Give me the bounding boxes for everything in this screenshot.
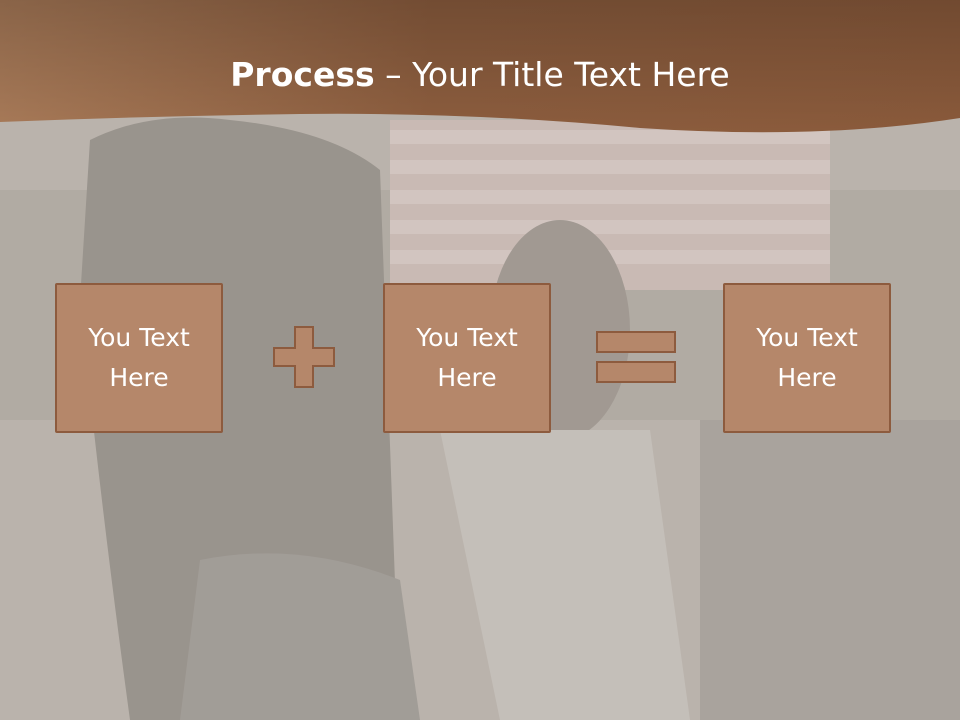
process-box-label: You Text Here bbox=[416, 323, 518, 392]
process-box-label: You Text Here bbox=[88, 323, 190, 392]
process-box-1: You Text Here bbox=[55, 283, 223, 433]
title-dash: – bbox=[374, 55, 413, 94]
title-banner bbox=[0, 0, 960, 133]
title-bold-text: Process bbox=[230, 55, 375, 94]
process-box-3: You Text Here bbox=[723, 283, 891, 433]
slide-title: Process – Your Title Text Here bbox=[0, 52, 960, 98]
process-box-2: You Text Here bbox=[383, 283, 551, 433]
plus-icon bbox=[273, 326, 335, 388]
process-box-label: You Text Here bbox=[756, 323, 858, 392]
equals-icon bbox=[596, 331, 676, 383]
title-rest-text: Your Title Text Here bbox=[412, 55, 730, 94]
